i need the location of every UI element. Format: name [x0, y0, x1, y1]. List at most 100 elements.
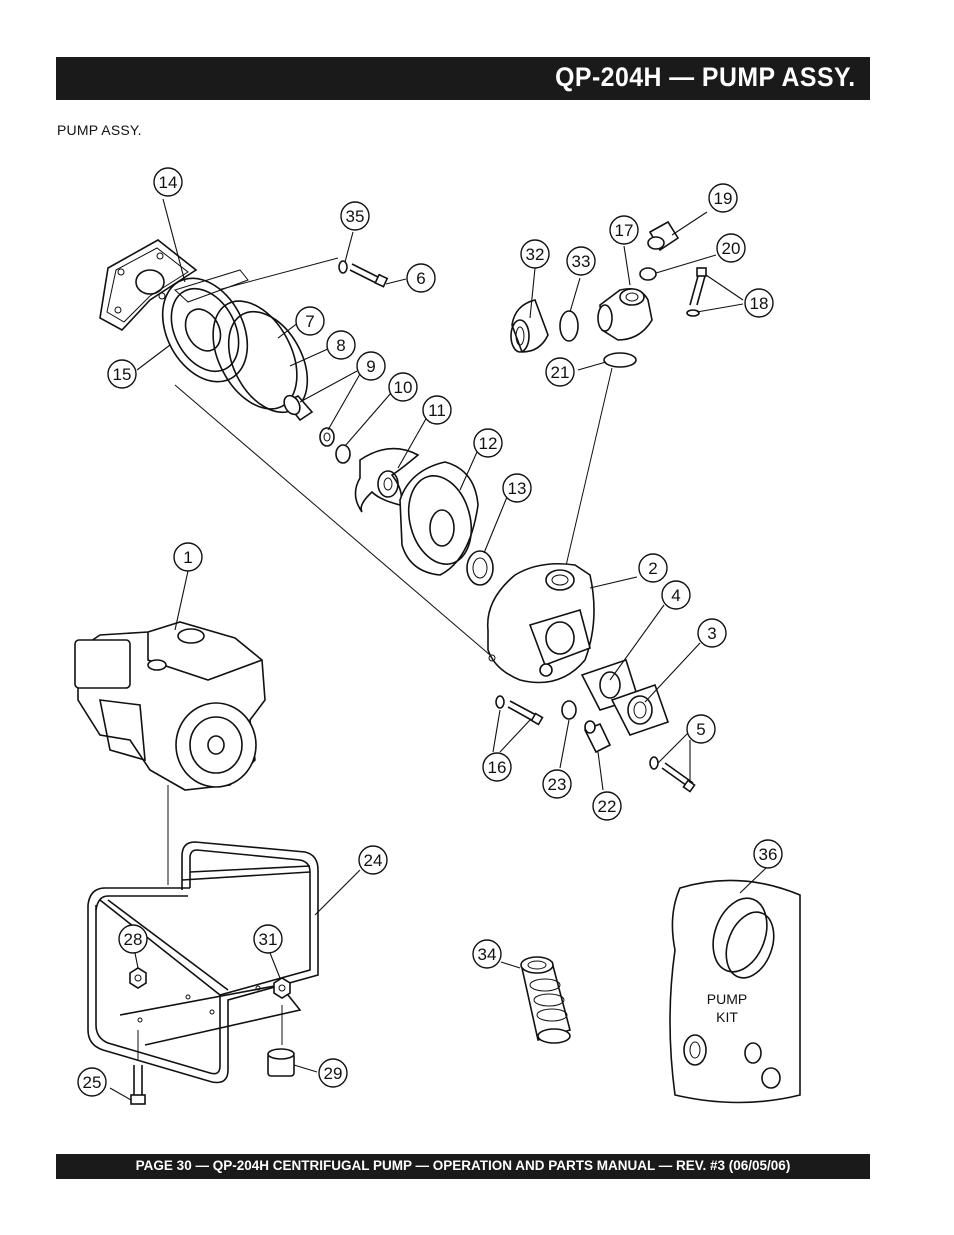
cover-bolt	[338, 260, 389, 288]
callout-number: 12	[479, 434, 498, 453]
casing-bolt	[495, 695, 544, 726]
elbow-bolt	[686, 267, 707, 317]
assembly-guide-lines	[137, 257, 613, 1060]
callout-number: 18	[750, 294, 769, 313]
callout-number: 28	[124, 930, 143, 949]
frame-nut-left	[129, 967, 147, 989]
callout-number: 23	[548, 775, 567, 794]
callout-number: 15	[113, 365, 132, 384]
callout-19: 19	[708, 183, 738, 213]
callout-number: 32	[526, 245, 545, 264]
callout-16: 16	[482, 752, 512, 782]
callout-35: 35	[340, 201, 370, 231]
callout-9: 9	[356, 351, 386, 381]
callout-number: 1	[183, 548, 192, 567]
callout-31: 31	[253, 924, 283, 954]
callout-18: 18	[744, 288, 774, 318]
callout-number: 7	[305, 312, 314, 331]
callout-5: 5	[686, 714, 716, 744]
callout-number: 36	[759, 845, 778, 864]
section-label: PUMP ASSY.	[57, 122, 142, 138]
callout-14: 14	[153, 167, 183, 197]
wear-ring	[466, 550, 494, 586]
seal-washer	[319, 427, 335, 447]
callout-number: 22	[598, 797, 617, 816]
callout-21: 21	[545, 357, 575, 387]
callout-12: 12	[473, 428, 503, 458]
callout-8: 8	[326, 330, 356, 360]
callout-11: 11	[422, 395, 452, 425]
pump-casing-part	[486, 562, 595, 684]
callout-33: 33	[566, 246, 596, 276]
callout-number: 25	[83, 1073, 102, 1092]
callout-1: 1	[173, 542, 203, 572]
callout-29: 29	[318, 1058, 348, 1088]
callout-number: 3	[707, 624, 716, 643]
hose-nipple-part	[510, 299, 549, 353]
callout-36: 36	[753, 839, 783, 869]
callout-13: 13	[502, 473, 532, 503]
large-o-ring-outer	[212, 300, 298, 410]
callout-24: 24	[358, 845, 388, 875]
callout-number: 17	[615, 221, 634, 240]
gasket-part	[99, 239, 198, 331]
rubber-mount-part	[267, 1048, 295, 1077]
kit-label-line1: PUMP	[707, 991, 747, 1007]
callout-34: 34	[472, 939, 502, 969]
leader-lines	[109, 198, 767, 1101]
callout-number: 14	[159, 173, 178, 192]
callout-6: 6	[406, 263, 436, 293]
page-footer: PAGE 30 — QP-204H CENTRIFUGAL PUMP — OPE…	[135, 1158, 791, 1173]
callout-number: 11	[428, 401, 446, 420]
callout-4: 4	[661, 580, 691, 610]
callout-number: 20	[722, 239, 741, 258]
sleeve-part	[283, 394, 314, 422]
callout-number: 13	[508, 479, 527, 498]
callout-number: 5	[696, 720, 705, 739]
fill-plug-part	[647, 220, 680, 252]
callout-number: 19	[714, 189, 733, 208]
callout-number: 9	[366, 357, 375, 376]
footer-bar: PAGE 30 — QP-204H CENTRIFUGAL PUMP — OPE…	[56, 1154, 870, 1179]
callout-32: 32	[520, 239, 550, 269]
page-title: QP-204H — PUMP ASSY.	[555, 62, 856, 92]
callout-number: 6	[416, 269, 425, 288]
callout-number: 8	[336, 336, 345, 355]
callout-number: 33	[572, 252, 591, 271]
callout-10: 10	[388, 372, 418, 402]
suction-elbow-part	[597, 287, 653, 341]
flange-bolt	[649, 756, 696, 793]
callout-2: 2	[638, 553, 668, 583]
callout-17: 17	[609, 215, 639, 245]
callout-20: 20	[716, 233, 746, 263]
callout-7: 7	[295, 306, 325, 336]
callout-number: 10	[394, 378, 413, 397]
callout-number: 2	[648, 559, 657, 578]
callout-number: 31	[259, 930, 278, 949]
fill-plug-o-ring	[639, 267, 657, 281]
drain-plug-part	[583, 720, 612, 754]
callout-number: 24	[364, 851, 383, 870]
callout-23: 23	[542, 769, 572, 799]
frame-bolt	[130, 1065, 146, 1105]
nipple-o-ring	[559, 310, 579, 342]
pump-kit-bag: PUMP KIT	[669, 879, 801, 1104]
drain-o-ring	[561, 700, 577, 720]
callout-number: 16	[488, 758, 507, 777]
callout-25: 25	[77, 1067, 107, 1097]
callout-number: 4	[671, 586, 680, 605]
frame-part	[87, 841, 319, 1084]
callout-number: 29	[324, 1064, 343, 1083]
callout-22: 22	[592, 791, 622, 821]
flange-part	[610, 683, 670, 736]
callout-15: 15	[107, 359, 137, 389]
callout-number: 35	[346, 207, 365, 226]
callout-number: 34	[478, 945, 497, 964]
callout-28: 28	[118, 924, 148, 954]
kit-label-line2: KIT	[716, 1009, 738, 1025]
callout-3: 3	[697, 618, 727, 648]
elbow-o-ring	[603, 352, 637, 368]
volute-part	[399, 461, 479, 576]
frame-nut-right	[273, 977, 291, 999]
